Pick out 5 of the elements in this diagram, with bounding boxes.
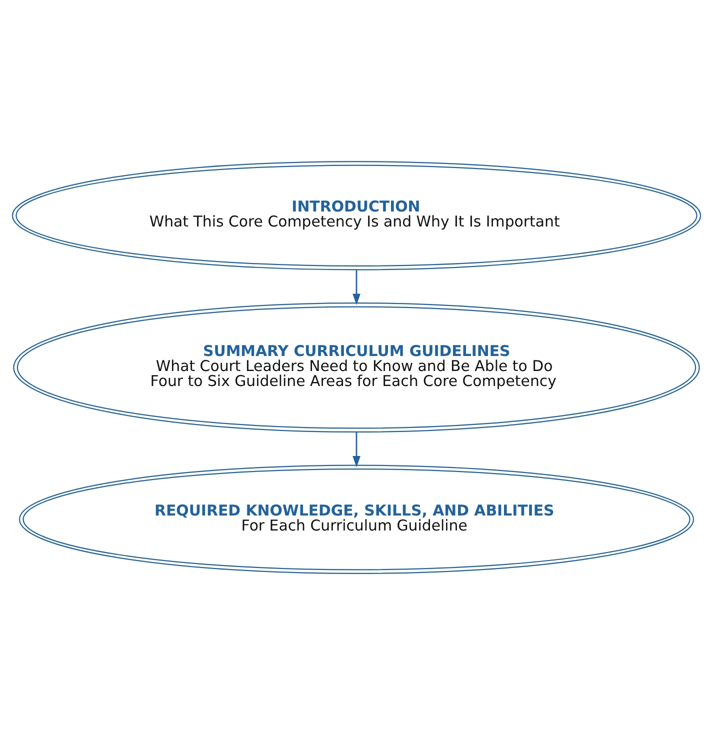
- node-ellipse: REQUIRED KNOWLEDGE, SKILLS, AND ABILITIES For Each Curriculum Guideline: [18, 464, 694, 574]
- node-ellipse: SUMMARY CURRICULUM GUIDELINES What Court Leaders Need to Know and Be Able to Do Four to Six Guideline Areas for Each Core Competency: [13, 302, 700, 432]
- arrow: [352, 269, 360, 305]
- node-ellipse: INTRODUCTION What This Core Competency Is and Why It Is Important: [12, 160, 702, 270]
- arrow: [352, 432, 360, 467]
